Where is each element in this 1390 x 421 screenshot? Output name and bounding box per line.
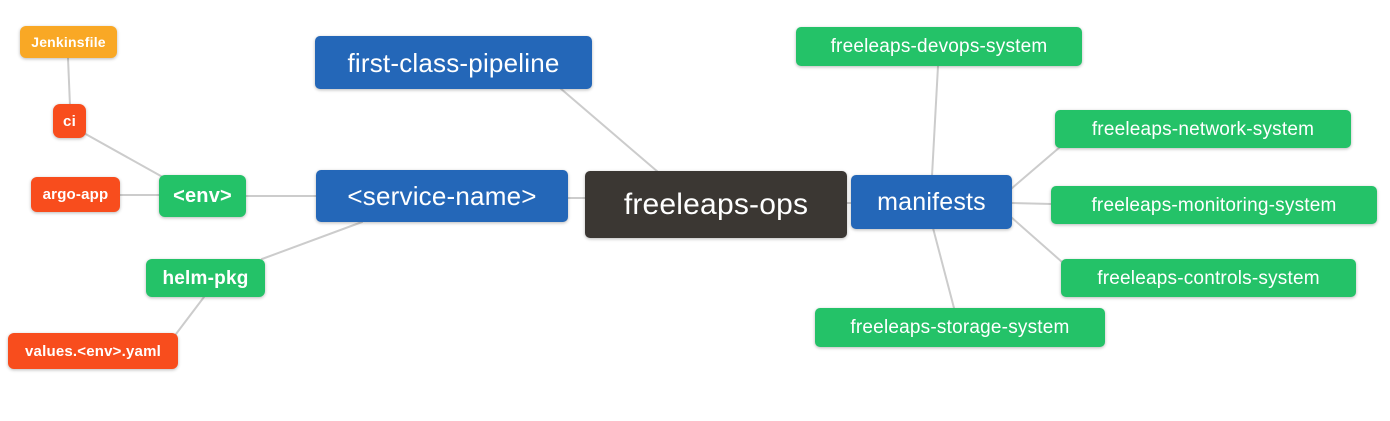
node-monitoring-system[interactable]: freeleaps-monitoring-system [1051,186,1377,224]
node-jenkinsfile[interactable]: Jenkinsfile [20,26,117,58]
edge-ci-to-env [81,131,169,181]
node-ci[interactable]: ci [53,104,86,138]
node-env[interactable]: <env> [159,175,246,217]
node-controls-system[interactable]: freeleaps-controls-system [1061,259,1356,297]
node-storage-system[interactable]: freeleaps-storage-system [815,308,1105,347]
edge-values-env-yaml-to-helm-pkg [175,296,205,335]
node-freeleaps-ops[interactable]: freeleaps-ops [585,171,847,238]
node-service-name[interactable]: <service-name> [316,170,568,222]
node-first-class-pipeline[interactable]: first-class-pipeline [315,36,592,89]
node-argo-app[interactable]: argo-app [31,177,120,212]
node-devops-system[interactable]: freeleaps-devops-system [796,27,1082,66]
edge-jenkinsfile-to-ci [67,57,71,107]
edge-manifests-to-monitoring-system [1010,202,1053,205]
node-values-env-yaml[interactable]: values.<env>.yaml [8,333,178,369]
node-helm-pkg[interactable]: helm-pkg [146,259,265,297]
edge-manifests-to-devops-system [931,65,939,177]
edge-manifests-to-network-system [1010,146,1061,190]
node-network-system[interactable]: freeleaps-network-system [1055,110,1351,148]
edge-first-class-pipeline-to-freeleaps-ops [559,87,659,173]
edge-helm-pkg-to-service-name [261,221,363,260]
node-manifests[interactable]: manifests [851,175,1012,229]
edge-manifests-to-controls-system [1010,216,1063,263]
edge-manifests-to-storage-system [932,227,955,309]
